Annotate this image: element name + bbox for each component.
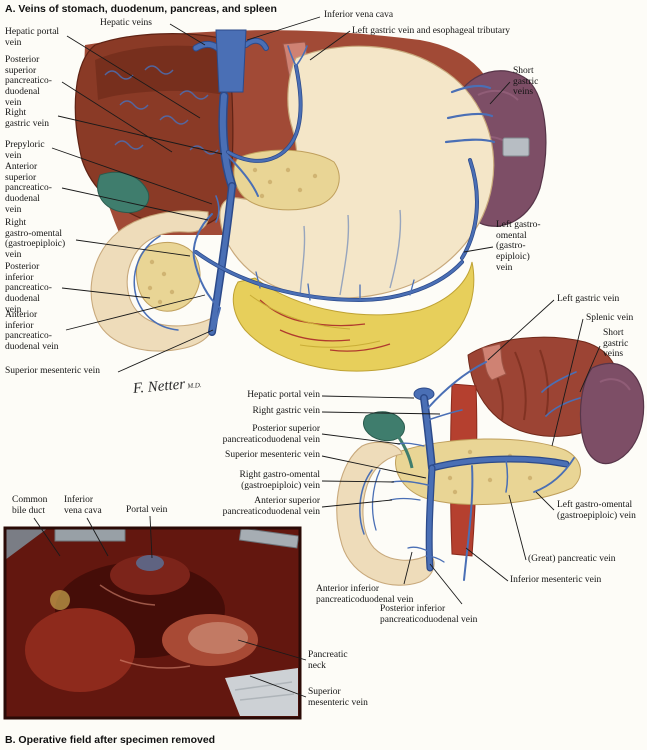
signature-degree: M.D. [186, 381, 202, 391]
label2-left-gastric-vein: Left gastric vein [557, 294, 620, 304]
pancreas-2 [395, 438, 581, 506]
label2-great-pancreatic-vein: (Great) pancreatic vein [528, 554, 616, 564]
label2-right-gastroomental-vein: Right gastro-omental (gastroepiploic) ve… [239, 470, 320, 491]
label-short-gastric-veins: Short gastric veins [513, 66, 539, 98]
label2-anterior-inferior-pancreaticoduodenal-vein: Anterior inferior pancreaticoduodenal ve… [316, 584, 414, 605]
operative-photo [3, 526, 302, 720]
label2-inferior-mesenteric-vein: Inferior mesenteric vein [510, 575, 602, 585]
label-posterior-superior-pancreaticoduodenal-vein: Posterior superior pancreatico- duodenal… [5, 55, 52, 108]
surgical-clip [502, 137, 530, 157]
liver [74, 33, 234, 229]
label2-hepatic-portal-vein: Hepatic portal vein [247, 390, 320, 400]
illustration-a2 [336, 336, 645, 586]
label-hepatic-portal-vein: Hepatic portal vein [5, 27, 60, 48]
label2-posterior-superior-pancreaticoduodenal-vein: Posterior superior pancreaticoduodenal v… [222, 424, 320, 445]
labelb-inferior-vena-cava: Inferior vena cava [64, 495, 102, 516]
label-posterior-inferior-pancreaticoduodenal-vein: Posterior inferior pancreatico- duodenal… [5, 262, 52, 315]
pancreas-window [233, 149, 340, 211]
labelb-pancreatic-neck: Pancreatic neck [308, 650, 348, 671]
retractor [54, 527, 126, 542]
duodenum-and-pancreatic-head [90, 210, 214, 352]
label2-right-gastric-vein: Right gastric vein [252, 406, 320, 416]
gauze [225, 668, 298, 716]
label-right-gastric-vein: Right gastric vein [5, 108, 50, 129]
label-anterior-inferior-pancreaticoduodenal-vein: Anterior inferior pancreatico- duodenal … [5, 310, 59, 352]
panel-b-title: B. Operative field after specimen remove… [5, 734, 216, 746]
label-left-gastroomental-vein: Left gastro- omental (gastro- epiploic) … [496, 220, 541, 273]
portal-vein-photo [136, 555, 164, 571]
duodenum-2 [336, 441, 435, 586]
signature-name: F. Netter [132, 376, 186, 397]
label2-left-gastroomental-vein: Left gastro-omental (gastroepiploic) vei… [557, 500, 636, 521]
label-prepyloric-vein: Prepyloric vein [5, 140, 45, 161]
label-hepatic-veins: Hepatic veins [100, 18, 152, 28]
vein-network-a [133, 45, 496, 336]
label2-splenic-vein: Splenic vein [586, 313, 634, 323]
esophageal-stump [481, 343, 507, 381]
inferior-vena-cava-and-hepatic-veins [192, 29, 269, 93]
label-left-gastric-and-esophageal: Left gastric vein and esophageal tributa… [352, 26, 511, 36]
label2-superior-mesenteric-vein: Superior mesenteric vein [225, 450, 320, 460]
labelb-common-bile-duct: Common bile duct [12, 495, 48, 516]
panel-a-title: A. Veins of stomach, duodenum, pancreas,… [5, 3, 277, 15]
greater-omentum [232, 261, 475, 372]
label-inferior-vena-cava: Inferior vena cava [324, 10, 394, 20]
labelb-portal-vein: Portal vein [126, 505, 168, 515]
label2-anterior-superior-pancreaticoduodenal-vein: Anterior superior pancreaticoduodenal ve… [222, 496, 320, 517]
label2-short-gastric-veins: Short gastric veins [603, 328, 629, 360]
common-bile-duct-2 [396, 435, 414, 469]
label-anterior-superior-pancreaticoduodenal-vein: Anterior superior pancreatico- duodenal … [5, 162, 52, 215]
label2-posterior-inferior-pancreaticoduodenal-vein: Posterior inferior pancreaticoduodenal v… [380, 604, 478, 625]
label-right-gastroomental-vein: Right gastro-omental (gastroepiploic) ve… [5, 218, 66, 260]
retractor-2 [238, 527, 300, 549]
leader-lines [33, 16, 601, 698]
labelb-superior-mesenteric-vein: Superior mesenteric vein [308, 687, 368, 708]
label-superior-mesenteric-vein: Superior mesenteric vein [5, 366, 100, 376]
